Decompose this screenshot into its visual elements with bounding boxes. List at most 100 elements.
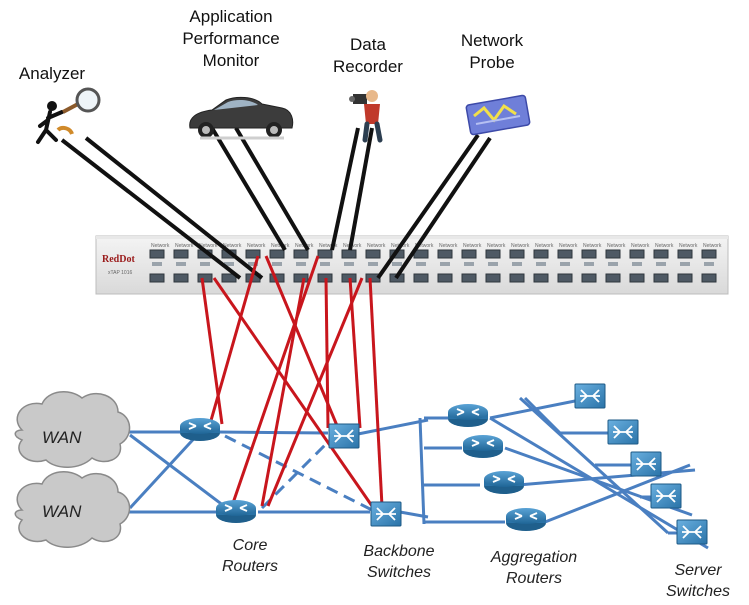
- core-router-1: [179, 417, 221, 442]
- tap-port-caption: Network: [583, 243, 602, 249]
- wan-cloud-2-label: WAN: [42, 502, 82, 521]
- tap-port: [485, 249, 501, 259]
- server-switch-3: [630, 451, 662, 477]
- tap-port: [485, 273, 501, 283]
- core-router-2: [215, 499, 257, 524]
- tap-port: [437, 249, 453, 259]
- recorder-label-line-2: Recorder: [333, 57, 403, 76]
- server-label-line-2: Switches: [665, 583, 731, 600]
- tap-port-caption: Network: [175, 243, 194, 249]
- tap-port: [317, 249, 333, 259]
- tap-port: [509, 249, 525, 259]
- tap-port: [461, 273, 477, 283]
- tap-port: [557, 273, 573, 283]
- tap-port-caption: Network: [679, 243, 698, 249]
- tap-port: [677, 249, 693, 259]
- tap-port-led: [464, 262, 474, 266]
- magnifier-person-icon: [36, 87, 101, 144]
- tap-port-led: [224, 262, 234, 266]
- tap-port-led: [176, 262, 186, 266]
- tap-port: [533, 273, 549, 283]
- server-switch-4: [650, 483, 682, 509]
- tap-port: [509, 273, 525, 283]
- tap-port-caption: Network: [247, 243, 266, 249]
- aggregation-label-line-2: Routers: [505, 570, 563, 587]
- tap-port-led: [248, 262, 258, 266]
- aggregation-router-3: [483, 470, 525, 495]
- tap-port-caption: Network: [703, 243, 722, 249]
- tap-port: [221, 273, 237, 283]
- tap-port: [701, 273, 717, 283]
- tap-port-caption: Network: [487, 243, 506, 249]
- tap-port-caption: Network: [415, 243, 434, 249]
- tap-port: [461, 249, 477, 259]
- probe-label-line-2: Probe: [469, 53, 515, 72]
- aggregation-router-4: [505, 507, 547, 532]
- tap-port: [629, 273, 645, 283]
- backbone-label-line-2: Switches: [366, 564, 432, 581]
- tap-port: [149, 249, 165, 259]
- tap-port: [245, 249, 261, 259]
- recorder-label-line-1: Data: [350, 35, 386, 54]
- tap-port: [293, 273, 309, 283]
- tap-port-caption: Network: [559, 243, 578, 249]
- tap-port: [653, 273, 669, 283]
- server-switch-1: [574, 383, 606, 409]
- wan-cloud-1: [14, 391, 131, 468]
- backbone-label-line-1: Backbone: [363, 543, 435, 560]
- apm-label: Application Performance Monitor: [166, 6, 296, 72]
- tap-port-led: [584, 262, 594, 266]
- tap-port-led: [272, 262, 282, 266]
- server-switch-2: [607, 419, 639, 445]
- apm-label-line-2: Performance: [182, 29, 280, 48]
- tap-port-led: [488, 262, 498, 266]
- tap-port-caption: Network: [607, 243, 626, 249]
- aggregation-router-1: [447, 403, 489, 428]
- server-label-line-1: Server: [674, 562, 722, 579]
- server-switch-5: [676, 519, 708, 545]
- tap-port: [365, 249, 381, 259]
- tap-port: [269, 249, 285, 259]
- tap-port-led: [416, 262, 426, 266]
- tap-port-led: [440, 262, 450, 266]
- tap-port: [581, 249, 597, 259]
- monitor-links: [60, 126, 492, 280]
- probe-label: Network Probe: [446, 30, 538, 74]
- core-label-line-2: Routers: [221, 558, 279, 575]
- tap-port-led: [680, 262, 690, 266]
- tap-port-led: [512, 262, 522, 266]
- tap-port-caption: Network: [535, 243, 554, 249]
- recorder-label: Data Recorder: [322, 34, 414, 78]
- tap-port-caption: Network: [655, 243, 674, 249]
- tap-port: [413, 273, 429, 283]
- tap-port-caption: Network: [199, 243, 218, 249]
- tap-port-caption: Network: [223, 243, 242, 249]
- tap-port-led: [632, 262, 642, 266]
- tap-port: [173, 249, 189, 259]
- tap-port-led: [152, 262, 162, 266]
- tap-port-led: [320, 262, 330, 266]
- tap-port: [557, 249, 573, 259]
- tap-port-caption: Network: [151, 243, 170, 249]
- aggregation-router-2: [462, 434, 504, 459]
- aggregation-label-line-1: Aggregation: [490, 549, 578, 566]
- backbone-switch-1: [328, 423, 360, 449]
- tap-port: [149, 273, 165, 283]
- tap-port-led: [296, 262, 306, 266]
- tap-port-caption: Network: [463, 243, 482, 249]
- probe-icon: [465, 94, 531, 136]
- tap-port: [605, 273, 621, 283]
- tap-port-caption: Network: [367, 243, 386, 249]
- backbone-switches-label: Backbone Switches: [347, 541, 451, 583]
- tap-port-caption: Network: [631, 243, 650, 249]
- backbone-switch-2: [370, 501, 402, 527]
- probe-label-line-1: Network: [460, 31, 524, 50]
- aggregation-routers-label: Aggregation Routers: [470, 547, 598, 589]
- tap-port: [293, 249, 309, 259]
- car-icon: [189, 96, 294, 140]
- tap-port-caption: Network: [439, 243, 458, 249]
- tap-model-label: xTAP 1016: [108, 270, 133, 276]
- camera-person-icon: [349, 90, 383, 143]
- tap-port-led: [608, 262, 618, 266]
